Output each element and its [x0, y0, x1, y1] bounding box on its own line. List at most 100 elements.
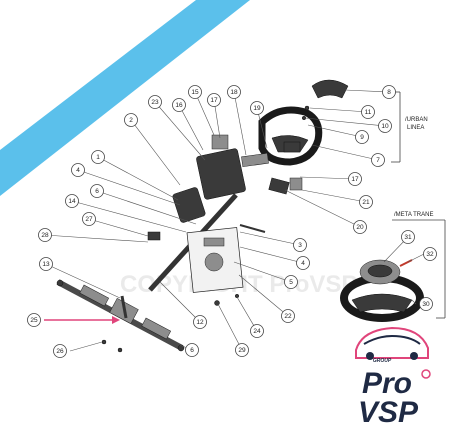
nut-29 [214, 300, 220, 306]
callout-c16: 16 [172, 98, 186, 112]
callout-c29: 29 [235, 343, 249, 357]
callout-number: 24 [253, 328, 261, 335]
callout-number: 15 [191, 89, 199, 96]
callout-number: 17 [351, 176, 359, 183]
provsp-logo: GROUP Pro VSP [355, 326, 431, 429]
callout-c24: 24 [250, 324, 264, 338]
callout-number: 21 [362, 199, 370, 206]
callout-number: 14 [68, 198, 76, 205]
callout-c14: 14 [65, 194, 79, 208]
callout-c7: 7 [371, 153, 385, 167]
callout-number: 2 [129, 117, 133, 124]
callout-circle [378, 119, 392, 133]
callout-circle [91, 150, 105, 164]
bolt-26 [101, 339, 107, 345]
callout-number: 6 [95, 188, 99, 195]
callout-circle [371, 153, 385, 167]
callout-number: 31 [404, 234, 412, 241]
callout-c26: 26 [53, 344, 67, 358]
callout-number: 22 [284, 313, 292, 320]
callout-c18: 18 [227, 85, 241, 99]
callout-number: 12 [196, 319, 204, 326]
callout-c8: 8 [382, 85, 396, 99]
callout-c11: 11 [361, 105, 375, 119]
callout-number: 5 [289, 279, 293, 286]
callout-c4b: 4 [296, 256, 310, 270]
callout-circle [284, 275, 298, 289]
callout-layer: 1234456678910111213141516171718192021222… [27, 85, 437, 358]
callout-circle [124, 113, 138, 127]
callout-number: 28 [41, 232, 49, 239]
bracket-27 [147, 231, 161, 241]
callout-number: 8 [387, 89, 391, 96]
callout-circle [39, 257, 53, 271]
callout-number: 29 [238, 347, 246, 354]
callout-c31: 31 [401, 230, 415, 244]
callout-number: 7 [376, 157, 380, 164]
steering-wheel-urban [258, 106, 323, 166]
callout-number: 4 [301, 260, 305, 267]
callout-circle [207, 93, 221, 107]
logo-car-outline [355, 326, 429, 359]
callout-number: 17 [210, 97, 218, 104]
callout-circle [65, 194, 79, 208]
bolt-rack [117, 347, 123, 353]
callout-circle [27, 313, 41, 327]
callout-c20: 20 [353, 220, 367, 234]
callout-c17a: 17 [207, 93, 221, 107]
callout-number: 18 [230, 89, 238, 96]
callout-number: 27 [85, 216, 93, 223]
callout-c23: 23 [148, 95, 162, 109]
callout-number: 10 [381, 123, 389, 130]
callout-number: 9 [360, 134, 364, 141]
callout-c6b: 6 [185, 343, 199, 357]
callout-circle [38, 228, 52, 242]
callout-c28: 28 [38, 228, 52, 242]
callout-circle [359, 195, 373, 209]
callout-circle [250, 324, 264, 338]
steering-column-shaft [148, 193, 266, 293]
logo-registered-dot [421, 369, 431, 379]
screw-11 [304, 105, 310, 111]
callout-circle [401, 230, 415, 244]
callout-c12: 12 [193, 315, 207, 329]
steering-wheel-meta [340, 259, 424, 322]
callout-circle [296, 256, 310, 270]
logo-vsp-text: VSP [358, 396, 419, 429]
callout-number: 32 [426, 251, 434, 258]
horn-trim-piece [311, 79, 349, 99]
column-switch-assembly [172, 134, 303, 223]
logo-group-text: GROUP [373, 358, 392, 364]
callout-c27: 27 [82, 212, 96, 226]
callout-circle [185, 343, 199, 357]
callout-circle [90, 184, 104, 198]
highlight-arrow-25 [44, 316, 120, 324]
callout-c2: 2 [124, 113, 138, 127]
callout-circle [82, 212, 96, 226]
callout-circle [193, 315, 207, 329]
callout-c21: 21 [359, 195, 373, 209]
urban-bracket: /URBAN LINEA [391, 91, 428, 163]
callout-c3: 3 [293, 238, 307, 252]
urban-label-line1: /URBAN [405, 117, 428, 123]
callout-circle [423, 247, 437, 261]
callout-c4a: 4 [71, 163, 85, 177]
callout-c9: 9 [355, 130, 369, 144]
callout-number: 20 [356, 224, 364, 231]
callout-number: 4 [76, 167, 80, 174]
callout-circle [419, 297, 433, 311]
callout-circle [188, 85, 202, 99]
banner-band [0, 0, 250, 196]
steering-rack [56, 279, 185, 352]
logo-wheel-left [366, 352, 374, 360]
logo-wheel-right [410, 352, 418, 360]
callout-circle [348, 172, 362, 186]
callout-number: 13 [42, 261, 50, 268]
callout-circle [355, 130, 369, 144]
callout-number: 25 [30, 317, 38, 324]
callout-circle [382, 85, 396, 99]
logo-car-window [363, 334, 421, 345]
callout-c13: 13 [39, 257, 53, 271]
